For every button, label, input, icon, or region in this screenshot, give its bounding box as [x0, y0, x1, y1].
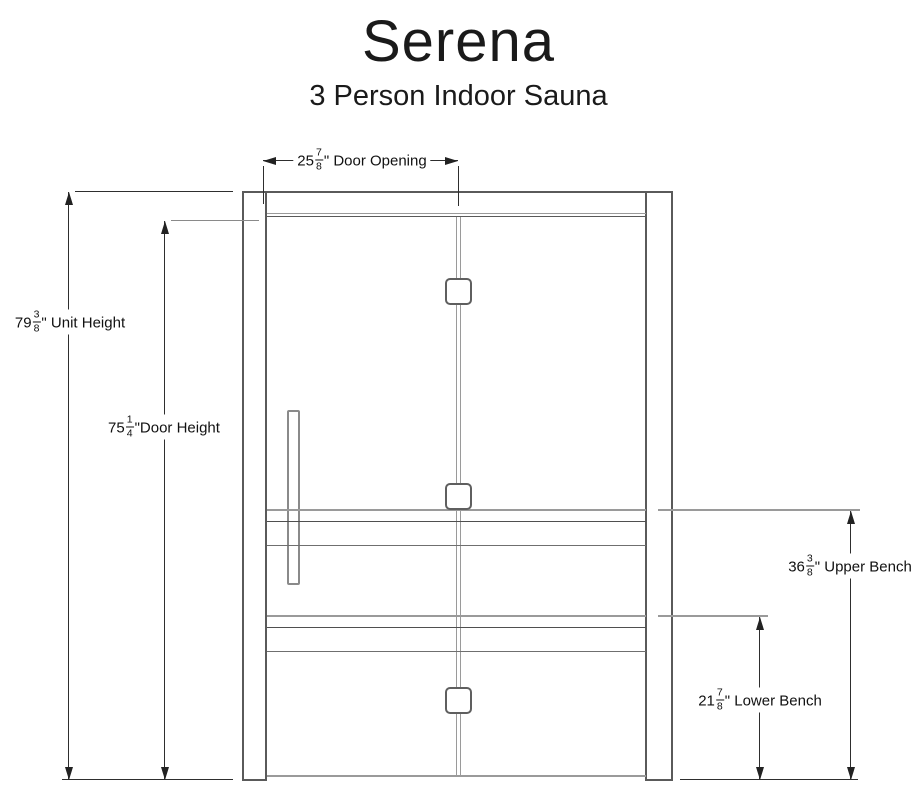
- right-post-inner-line: [645, 191, 647, 781]
- upper-bench-dimension-line: [850, 511, 851, 780]
- lower-bench-suffix: " Lower Bench: [724, 692, 822, 710]
- fraction-numerator: 3: [805, 553, 814, 567]
- cabinet-top-line: [242, 191, 673, 193]
- fraction-numerator: 7: [715, 687, 724, 701]
- left-post-inner-line: [265, 191, 267, 781]
- unit-height-whole: 79: [14, 314, 32, 332]
- door-height-dimension-line: [164, 221, 165, 780]
- fraction-denominator: 8: [806, 566, 813, 579]
- lower-bench-skirt-line: [267, 651, 646, 652]
- upper-bench-extension-top: [658, 509, 860, 511]
- door-opening-extension-left: [263, 166, 264, 204]
- right-bottom-baseline: [680, 779, 858, 780]
- arrow-down-icon: [65, 767, 73, 780]
- page-title: Serena: [361, 9, 556, 74]
- lower-bench-whole: 21: [698, 692, 715, 710]
- upper-bench-front-line: [267, 521, 646, 522]
- page-subtitle: 3 Person Indoor Sauna: [309, 80, 608, 112]
- arrow-up-icon: [756, 617, 764, 630]
- fraction-denominator: 8: [716, 700, 723, 713]
- fraction-denominator: 8: [33, 322, 40, 335]
- fraction-denominator: 8: [315, 160, 322, 173]
- door-head-jamb-lower-line: [267, 216, 646, 217]
- door-height-extension-top: [171, 220, 259, 221]
- unit-height-extension-top: [75, 191, 233, 192]
- fraction-denominator: 4: [126, 427, 133, 440]
- lower-bench-top-line: [267, 615, 646, 617]
- door-height-whole: 75: [108, 419, 125, 437]
- door-handle: [287, 410, 300, 585]
- lower-bench-front-line: [267, 627, 646, 628]
- left-post-outer-line: [242, 191, 244, 781]
- door-height-suffix: "Door Height: [134, 419, 220, 437]
- door-opening-extension-right: [458, 166, 459, 206]
- unit-height-suffix: " Unit Height: [41, 314, 126, 332]
- left-post-bottom-line: [242, 779, 267, 781]
- door-hinge-top: [445, 278, 472, 305]
- upper-bench-skirt-line: [267, 545, 646, 546]
- arrow-down-icon: [756, 767, 764, 780]
- fraction-numerator: 3: [32, 309, 41, 323]
- arrow-right-icon: [445, 157, 458, 165]
- upper-bench-whole: 36: [788, 558, 805, 576]
- lower-bench-extension-top: [658, 615, 768, 617]
- door-hinge-bottom: [445, 687, 472, 714]
- door-hinge-middle: [445, 483, 472, 510]
- left-bottom-baseline: [62, 779, 233, 780]
- arrow-down-icon: [847, 767, 855, 780]
- arrow-up-icon: [65, 192, 73, 205]
- arrow-up-icon: [847, 511, 855, 524]
- fraction-numerator: 1: [125, 414, 134, 428]
- upper-bench-suffix: " Upper Bench: [814, 558, 912, 576]
- door-opening-whole: 25: [297, 152, 314, 170]
- right-post-bottom-line: [645, 779, 673, 781]
- door-head-jamb-upper-line: [267, 213, 646, 214]
- unit-height-dimension-line: [68, 192, 69, 780]
- fraction-numerator: 7: [314, 147, 323, 161]
- door-opening-suffix: " Door Opening: [323, 152, 427, 170]
- upper-bench-top-line: [267, 509, 646, 511]
- arrow-up-icon: [161, 221, 169, 234]
- arrow-down-icon: [161, 767, 169, 780]
- arrow-left-icon: [263, 157, 276, 165]
- right-post-outer-line: [671, 191, 673, 781]
